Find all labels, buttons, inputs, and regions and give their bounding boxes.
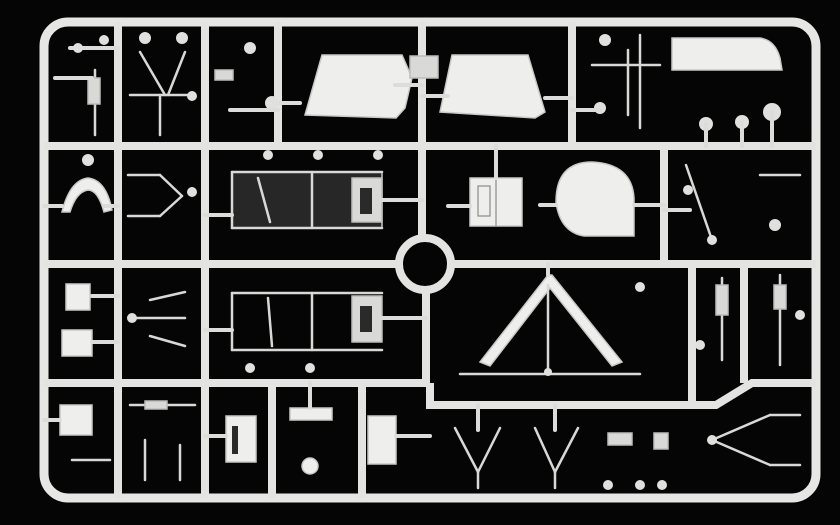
sprue-center-ring	[395, 234, 455, 294]
rods-lower-right	[695, 273, 805, 367]
parts-bottom-row	[42, 381, 432, 482]
arch-part-left	[42, 154, 197, 218]
horizontal-runners	[44, 142, 816, 409]
rod-parts-right	[662, 163, 802, 245]
a-frame-part	[458, 262, 645, 376]
chassis-frame-upper	[203, 150, 424, 230]
small-parts-top-left	[53, 32, 280, 137]
chassis-frame-lower	[203, 291, 428, 373]
v-shaped-part	[707, 413, 802, 467]
small-parts-top-right	[570, 33, 783, 148]
boxes-lower-left	[61, 283, 187, 357]
y-shaped-parts	[453, 403, 669, 490]
fender-parts	[276, 54, 574, 119]
plates-center-right	[446, 144, 666, 237]
